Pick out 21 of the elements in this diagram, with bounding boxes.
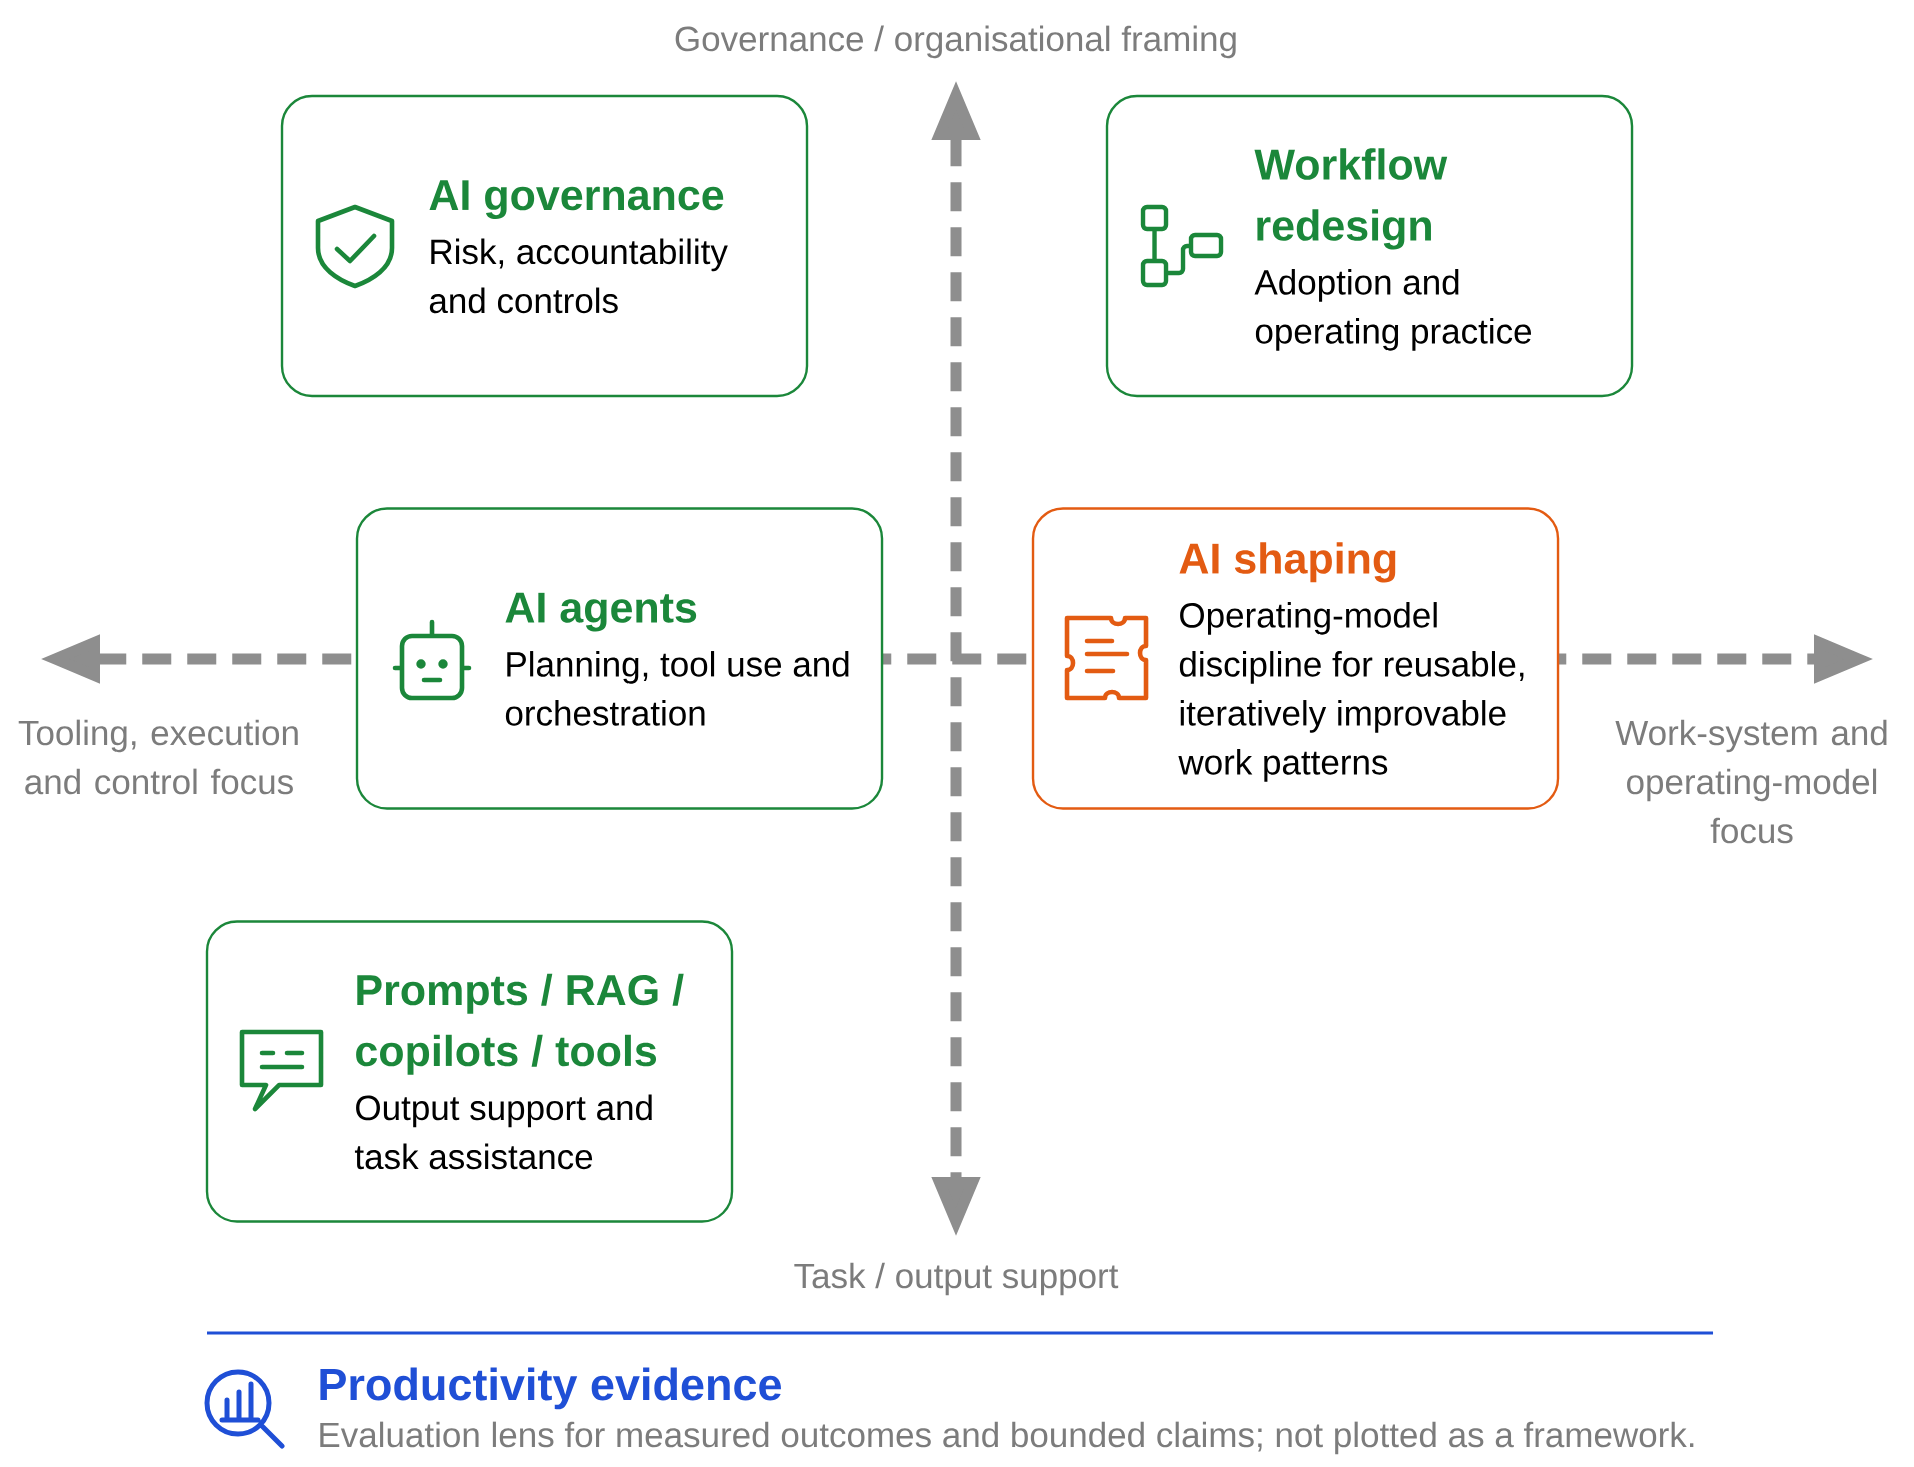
box-description: Planning, tool use and orchestration: [505, 651, 849, 726]
category-box: [1105, 94, 1634, 398]
category-box: [280, 94, 809, 398]
section-heading: Productivity evidence: [320, 1367, 781, 1410]
box-description: Adoption and operating practice: [1254, 269, 1531, 351]
axis-label: Task / output support: [794, 1262, 1119, 1296]
box-description: Output support and task assistance: [354, 1094, 652, 1170]
category-box: [205, 920, 734, 1223]
note-text: Evaluation lens for measured outcomes and bounded claims; not plotted as a framework.: [320, 1421, 1694, 1455]
axis-label: Governance / organisational framing: [675, 25, 1236, 59]
category-box: [1031, 507, 1560, 810]
box-description: Operating-model discipline for reusable, iteratively improvable work patterns: [1178, 602, 1524, 782]
axis-label: Tooling, execution and control focus: [18, 719, 298, 795]
box-heading: AI governance: [429, 180, 724, 220]
box-heading: Prompts / RAG / copilots / tools: [356, 973, 684, 1075]
box-description: Risk, accountability and controls: [429, 238, 728, 314]
box-heading: Workflow redesign: [1254, 148, 1448, 250]
box-heading: AI shaping: [1179, 542, 1396, 583]
axis-label: Work-system and operating-model focus: [1615, 719, 1887, 844]
category-box: [355, 507, 884, 810]
box-heading: AI agents: [505, 592, 697, 632]
